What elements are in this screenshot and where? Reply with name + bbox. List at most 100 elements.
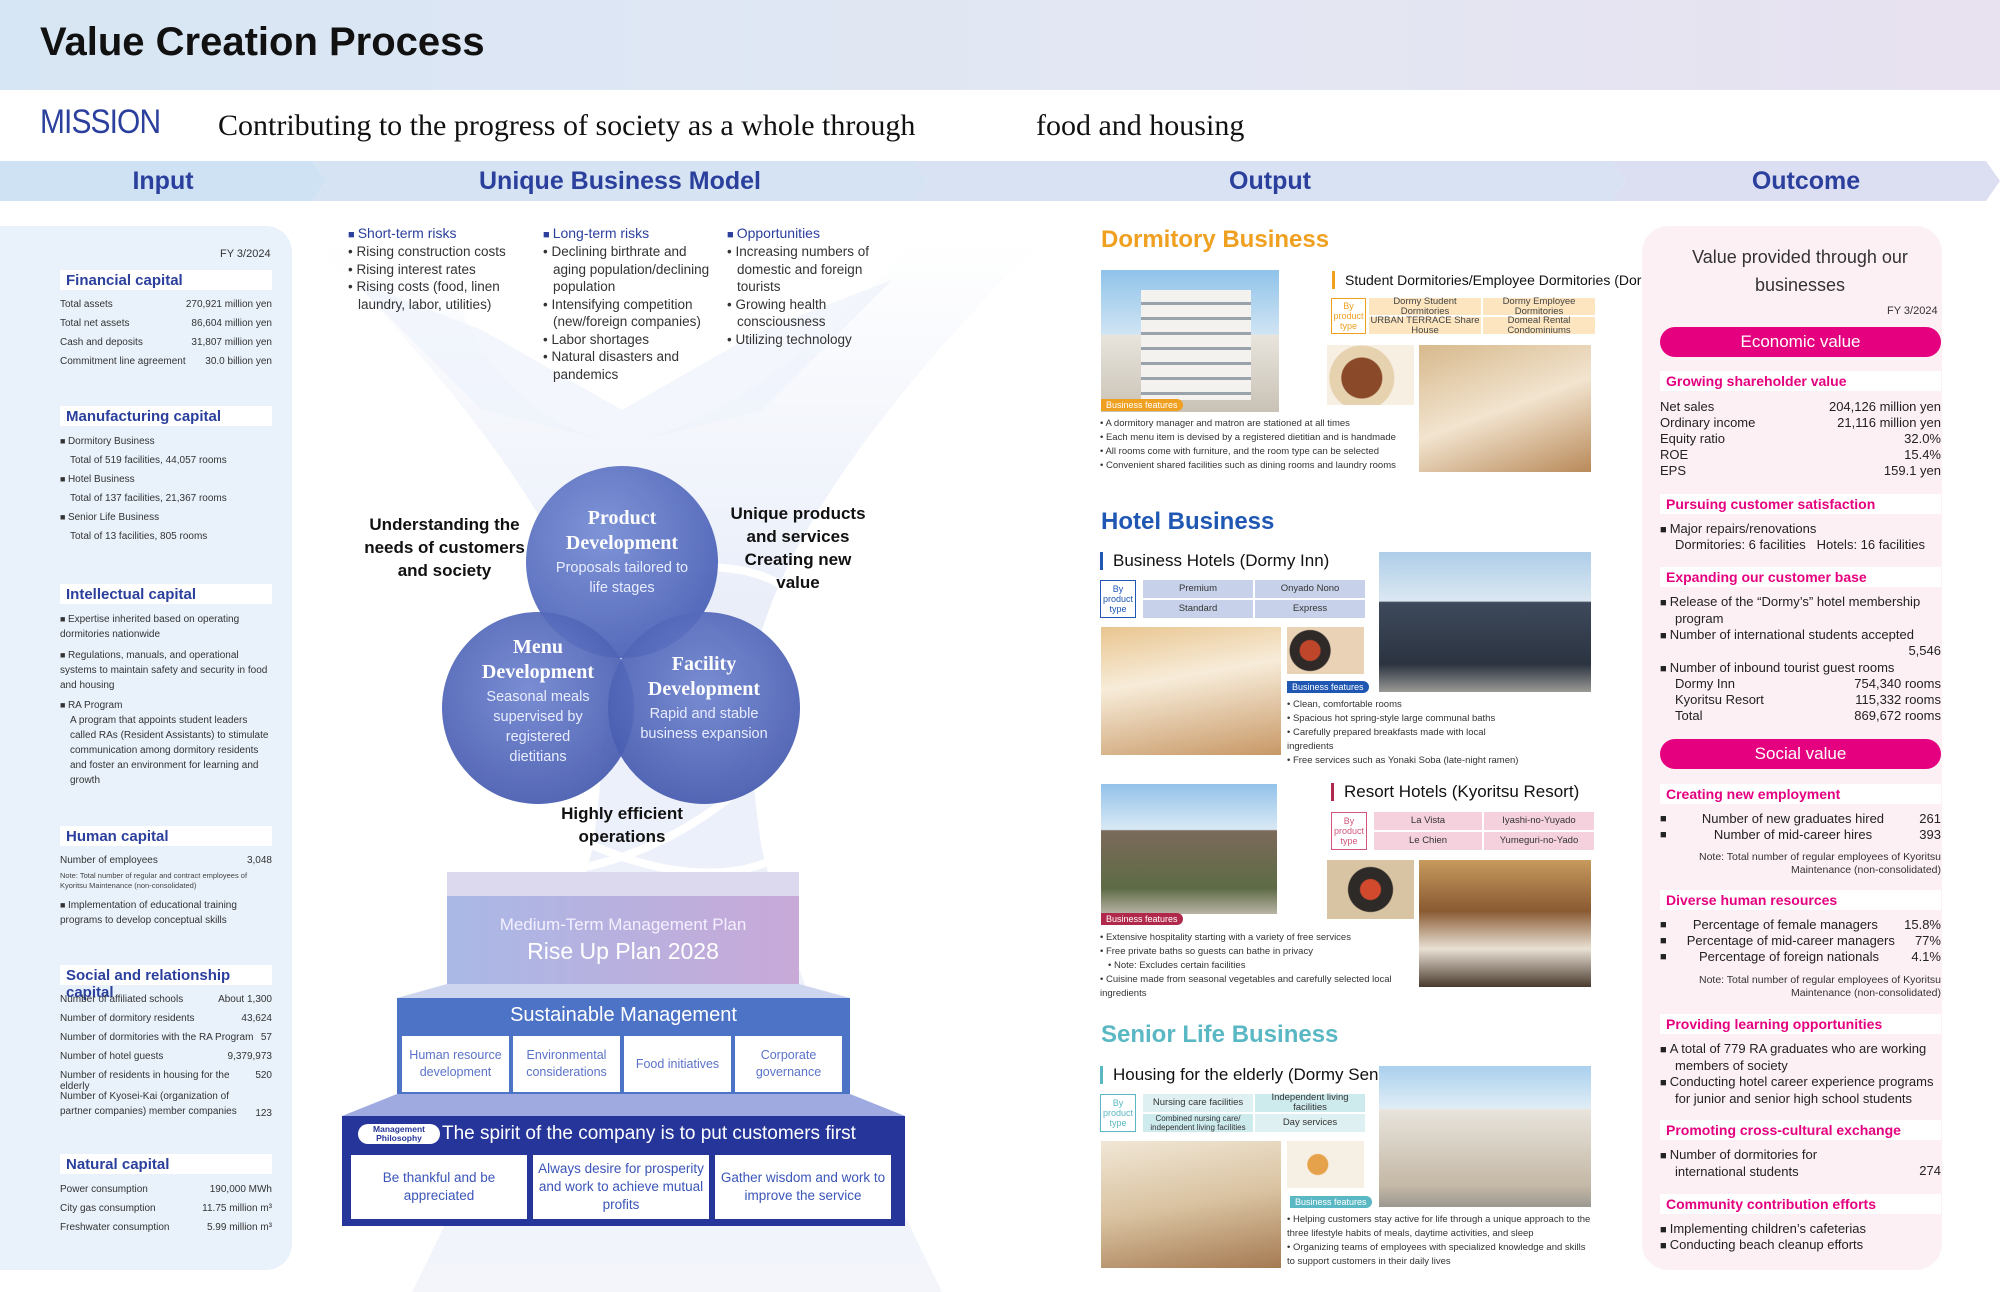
expanding-item: Release of the “Dormy’s” hotel membershi… [1660,594,1941,627]
new-employment-title: Creating new employment [1660,784,1941,804]
senior-features: Helping customers stay active for life t… [1287,1213,1592,1269]
intellectual-item: Expertise inherited based on operating d… [60,612,274,642]
resort-building-photo [1101,784,1277,914]
header-banner: Value Creation Process [0,0,2000,90]
mission-text-1: Contributing to the progress of society … [218,109,916,142]
label-unique-products: Unique products and services Creating ne… [730,504,866,592]
manufacturing-item: Hotel Business [60,472,274,487]
cross-item: Number of dormitories for international … [1660,1147,1880,1180]
menu-development-circle: Menu Development Seasonal meals supervis… [442,612,634,804]
resort-features: Extensive hospitality starting with a va… [1100,931,1416,1001]
community-item: Conducting beach cleanup efforts [1660,1237,1941,1254]
learning-title: Providing learning opportunities [1660,1014,1941,1034]
mission-text-2: food and housing [1036,109,1245,142]
band-output: Output [914,161,1626,201]
dorm-type-table: Dormy Student Dormitories Dormy Employee… [1369,296,1595,335]
human-note: Note: Total number of regular and contra… [60,871,248,890]
intellectual-item: RA Program [60,698,274,713]
expanding-item: Number of international students accepte… [1660,627,1941,644]
opportunities: Opportunities Increasing numbers of dome… [727,225,887,348]
plan-label: Medium-Term Management Plan [499,915,747,934]
sustainable-management-title: Sustainable Management [510,1004,737,1026]
senior-features-tag: Business features [1290,1196,1372,1208]
dorm-features-tag: Business features [1101,399,1183,411]
hotel-meal-photo [1287,627,1364,674]
philosophy-box-wisdom: Gather wisdom and work to improve the se… [715,1155,891,1219]
manufacturing-item: Dormitory Business [60,434,274,449]
label-efficient-operations: Highly efficient operations [561,804,683,846]
sustain-box-governance: Corporate governance [735,1036,842,1092]
resort-features-tag: Business features [1101,913,1183,925]
social-value-pill: Social value [1660,739,1941,769]
senior-meal-photo [1287,1141,1364,1188]
hotel-features: Clean, comfortable rooms Spacious hot sp… [1287,698,1527,768]
hotel-features-tag: Business features [1287,681,1369,693]
cross-cultural-title: Promoting cross-cultural exchange [1660,1120,1941,1140]
satisfaction-item: Major repairs/renovations [1660,521,1941,538]
senior-subtitle: Housing for the elderly (Dormy Senior) [1100,1066,1403,1084]
dorm-meal-photo [1327,345,1414,405]
manufacturing-detail: Total of 519 facilities, 44,057 rooms [70,455,227,466]
human-item: Implementation of educational training p… [60,898,274,928]
resort-meal-photo [1327,860,1414,919]
growing-shareholder-title: Growing shareholder value [1660,371,1941,391]
customer-satisfaction-title: Pursuing customer satisfaction [1660,494,1941,514]
human-capital-title: Human capital [60,826,272,846]
hotel-building-photo [1379,552,1591,692]
manufacturing-detail: Total of 137 facilities, 21,367 rooms [70,493,227,504]
senior-building-photo [1379,1066,1591,1207]
resort-room-photo [1419,860,1591,987]
social-row: Number of residents in housing for the e… [60,1070,272,1092]
manufacturing-capital-title: Manufacturing capital [60,406,272,426]
outcome-heading: Value provided through our businesses [1692,247,1908,295]
learning-item: A total of 779 RA graduates who are work… [1660,1041,1941,1074]
dorm-subtitle: Student Dormitories/Employee Dormitories… [1332,271,1665,289]
diverse-note: Note: Total number of regular employees … [1698,974,1941,999]
resort-by-type-label: By product type [1331,812,1367,850]
financial-capital-title: Financial capital [60,270,272,290]
intellectual-detail: A program that appoints student leaders … [70,715,269,786]
page-title: Value Creation Process [40,20,485,64]
hotel-type-table: Premium Onyado Nono Standard Express [1143,580,1365,618]
sustain-box-food: Food initiatives [624,1036,731,1092]
outcome-fy: FY 3/2024 [1887,305,1938,317]
community-item: Implementing children’s cafeterias [1660,1221,1941,1238]
economic-value-pill: Economic value [1660,327,1941,357]
band-outcome: Outcome [1612,161,2000,201]
dorm-by-type-label: By product type [1331,298,1366,334]
hotel-business-title: Hotel Business [1101,508,1275,535]
manufacturing-item: Senior Life Business [60,510,274,525]
short-term-risks: Short-term risks Rising construction cos… [348,225,533,313]
band-business-model: Unique Business Model [312,161,928,201]
sustain-box-human: Human resource development [402,1036,509,1092]
dormitory-building-photo [1101,270,1279,412]
resort-type-table: La Vista Iyashi-no-Yuyado Le Chien Yumeg… [1374,812,1594,850]
natural-capital-title: Natural capital [60,1154,272,1174]
plan-name: Rise Up Plan 2028 [527,938,719,964]
senior-by-type-label: By product type [1100,1094,1136,1132]
hotel-by-type-label: By product type [1100,580,1136,618]
manufacturing-detail: Total of 13 facilities, 805 rooms [70,531,208,542]
customer-base-title: Expanding our customer base [1660,567,1941,587]
resort-subtitle: Resort Hotels (Kyoritsu Resort) [1331,783,1579,801]
social-capital-title: Social and relationship capital [60,965,272,1001]
mission-label: MISSION [40,103,161,141]
